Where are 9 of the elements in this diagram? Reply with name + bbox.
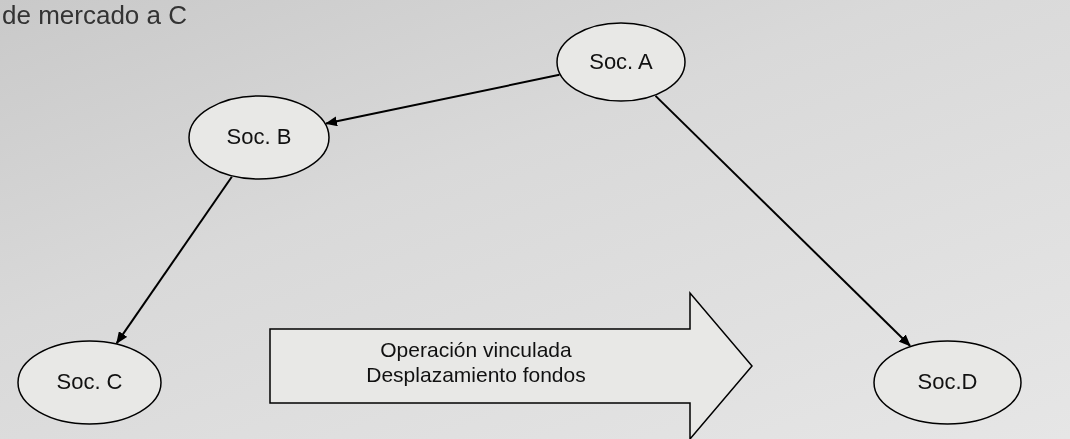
arrow [325, 73, 561, 127]
node-label: Soc. A [589, 48, 653, 76]
node-label: Operación vinculada Desplazamiento fondos [365, 336, 587, 388]
node-label: Soc.D [917, 369, 978, 396]
heading-text: de mercado a C [2, 0, 187, 31]
arrow [654, 94, 912, 347]
node-label: Soc. C [56, 369, 123, 396]
node-label: Soc. B [226, 124, 292, 151]
arrow [115, 175, 233, 345]
